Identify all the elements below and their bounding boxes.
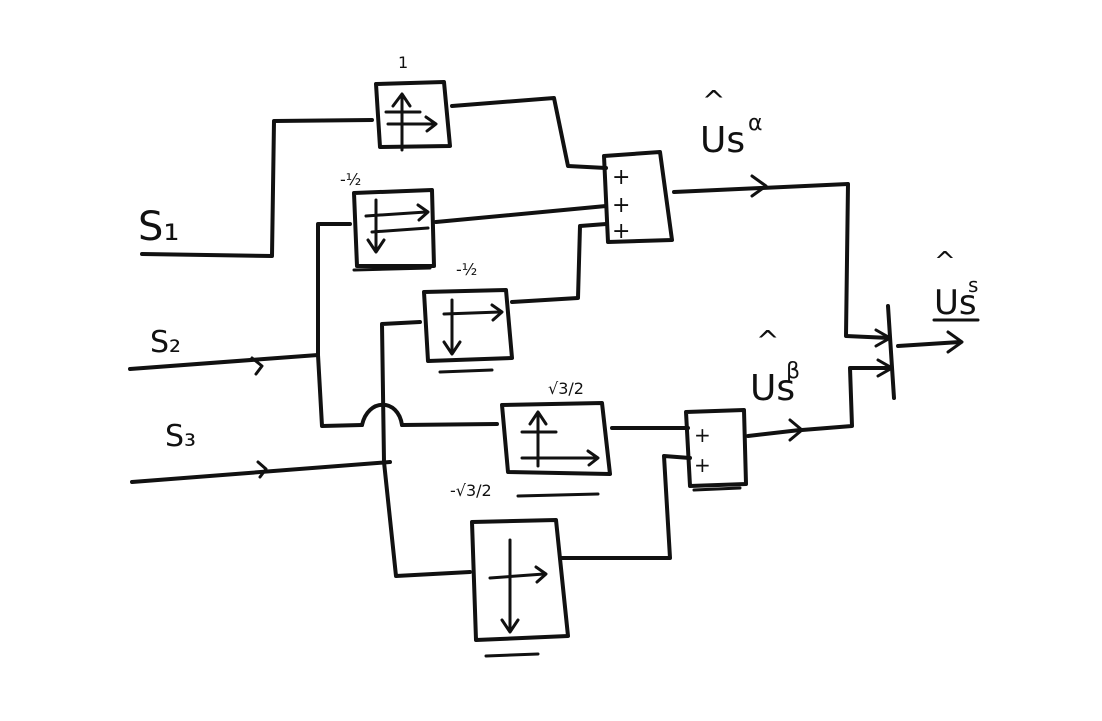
beta-output-hat: ^ xyxy=(756,324,779,357)
vector-output-wire xyxy=(896,330,964,354)
gain-block-2: -½ xyxy=(340,170,436,268)
input-wire-s1 xyxy=(140,118,374,258)
alpha-output-text: Us xyxy=(700,120,745,161)
gain-underlines xyxy=(352,266,742,658)
vector-output-hat: ^ xyxy=(934,247,956,277)
beta-output-text: Us xyxy=(750,368,795,409)
s2-distribution-wire xyxy=(316,222,499,428)
gain-block-4: √3/2 xyxy=(500,379,612,476)
vector-output-text: Us xyxy=(934,283,977,323)
wire-gain2-to-alpha-summer xyxy=(434,204,608,224)
beta-summer-sign-2: + xyxy=(694,453,711,477)
wire-gain3-to-alpha-summer xyxy=(510,222,608,304)
beta-summer-sign-1: + xyxy=(694,423,711,447)
input-wire-s2 xyxy=(128,353,320,376)
gain-label-5: -√3/2 xyxy=(450,481,492,500)
input-label-s2: S₂ xyxy=(150,325,181,360)
alpha-summer-sign-3: + xyxy=(612,219,630,244)
gain-glyph-5 xyxy=(488,538,548,634)
beta-output-superscript: β xyxy=(786,359,800,384)
gain-label-1: 1 xyxy=(398,53,408,72)
vector-output-label: ^ Us s xyxy=(932,247,980,323)
beta-output-label: ^ Us β xyxy=(750,324,800,409)
gain-label-3: -½ xyxy=(456,260,477,279)
input-label-s1: S₁ xyxy=(138,204,179,250)
input-label-s3: S₃ xyxy=(165,419,196,454)
wire-gain5-to-beta-summer xyxy=(558,454,692,560)
gain-glyph-3 xyxy=(442,298,504,356)
wire-gain1-to-alpha-summer xyxy=(450,96,608,170)
alpha-output-label: ^ Us α xyxy=(700,84,763,161)
gain-label-4: √3/2 xyxy=(548,379,584,398)
vector-combiner-bar xyxy=(886,304,896,400)
alpha-output-hat: ^ xyxy=(702,84,725,117)
alpha-summer-sign-1: + xyxy=(612,165,630,190)
beta-summer: + + xyxy=(684,408,748,488)
gain-block-1: 1 xyxy=(374,53,452,152)
gain-block-5: -√3/2 xyxy=(450,481,570,642)
alpha-output-superscript: α xyxy=(748,111,763,136)
gain-glyph-1 xyxy=(384,92,438,152)
gain-block-3: -½ xyxy=(422,260,514,363)
input-wire-s3 xyxy=(130,460,392,484)
gain-glyph-2 xyxy=(364,198,430,254)
alpha-summer-sign-2: + xyxy=(612,193,630,218)
vector-output-superscript: s xyxy=(968,273,978,297)
alpha-output-wire xyxy=(672,174,892,348)
gain-glyph-4 xyxy=(520,410,600,468)
alpha-summer: + + + xyxy=(602,150,674,244)
gain-label-2: -½ xyxy=(340,170,361,189)
s3-distribution-wire xyxy=(380,320,472,578)
